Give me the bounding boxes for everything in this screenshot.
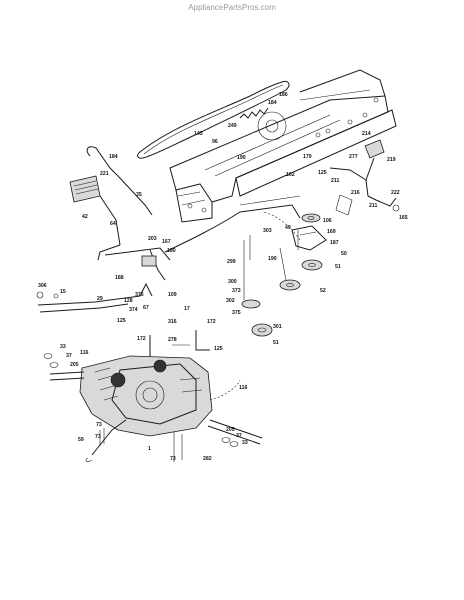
part-label: 179	[303, 154, 312, 160]
part-label: 306	[38, 283, 47, 289]
part-label: 33	[60, 344, 66, 350]
part-label: 300	[228, 279, 237, 285]
part-label: 49	[285, 225, 291, 231]
spring	[239, 107, 269, 119]
chassis-frame	[169, 69, 397, 223]
part-label: 188	[115, 275, 124, 281]
part-label: 37	[236, 433, 242, 439]
idler-assembly	[241, 213, 327, 337]
drive-belt	[137, 81, 290, 159]
part-label: 169	[327, 229, 336, 235]
part-label: 172	[207, 319, 216, 325]
part-label: 125	[117, 318, 126, 324]
part-label: 128	[124, 298, 133, 304]
part-label: 125	[318, 170, 327, 176]
part-label: 316	[168, 319, 177, 325]
part-label: 203	[148, 236, 157, 242]
part-label: 221	[100, 171, 109, 177]
linkage-rod	[164, 195, 301, 253]
part-label: 59	[78, 437, 84, 443]
part-label: 51	[273, 340, 279, 346]
part-label: 211	[331, 178, 339, 184]
release-rod	[85, 419, 127, 462]
part-label: 211	[369, 203, 377, 209]
part-label: 116	[239, 385, 247, 391]
part-label: 190	[268, 256, 277, 262]
part-label: 299	[227, 259, 236, 265]
part-label: 373	[232, 288, 241, 294]
part-label: 184	[109, 154, 118, 160]
part-label: 125	[214, 346, 223, 352]
part-label: 1	[148, 446, 151, 452]
part-label: 219	[387, 157, 396, 163]
shift-linkage	[36, 282, 153, 313]
part-label: 73	[170, 456, 176, 462]
transaxle-brackets	[149, 330, 210, 361]
part-label: 64	[110, 221, 116, 227]
part-label: 186	[279, 92, 288, 98]
part-label: 73	[95, 434, 101, 440]
cable	[209, 211, 301, 401]
part-label: 172	[137, 336, 146, 342]
part-label: 35	[136, 192, 142, 198]
part-label: 116	[80, 350, 88, 356]
part-label: 187	[330, 240, 339, 246]
part-label: 106	[323, 218, 332, 224]
part-label: 51	[335, 264, 341, 270]
part-label: 42	[82, 214, 88, 220]
part-label: 302	[226, 298, 235, 304]
watermark: AppliancePartsPros.com	[188, 3, 276, 12]
axles	[43, 353, 263, 447]
part-label: 29	[97, 296, 103, 302]
part-label: 33	[242, 440, 248, 446]
right-pedal	[329, 139, 400, 216]
part-label: 50	[341, 251, 347, 257]
part-label: 249	[228, 123, 237, 129]
part-label: 374	[129, 307, 138, 313]
part-label: 167	[162, 239, 171, 245]
pedal-assembly	[69, 146, 171, 281]
bolts	[99, 428, 183, 462]
part-label: 180	[167, 248, 176, 254]
part-label: 73	[96, 422, 102, 428]
part-label: 37	[66, 353, 72, 359]
part-label: 216	[351, 190, 360, 196]
part-label: 15	[60, 289, 66, 295]
part-label: 102	[286, 172, 295, 178]
part-label: 277	[349, 154, 358, 160]
part-label: 375	[232, 310, 241, 316]
part-label: 301	[273, 324, 282, 330]
part-label: 67	[143, 305, 149, 311]
part-labels: 186 184 143 96 249 190 179 214 219 277 1…	[38, 92, 408, 462]
part-label: 190	[237, 155, 246, 161]
part-label: 52	[320, 288, 326, 294]
transaxle	[79, 355, 213, 437]
part-label: 214	[362, 131, 371, 137]
part-label: 109	[168, 292, 177, 298]
part-label: 143	[194, 131, 203, 137]
part-label: 282	[203, 456, 212, 462]
part-label: 376	[135, 292, 144, 298]
part-label: 17	[184, 306, 190, 312]
part-label: 184	[268, 100, 277, 106]
part-label: 222	[391, 190, 400, 196]
part-label: 96	[212, 139, 218, 145]
part-label: 303	[263, 228, 272, 234]
part-label: 205	[70, 362, 79, 368]
part-label: 278	[168, 337, 177, 343]
part-label: 165	[399, 215, 408, 221]
part-label: 205	[226, 427, 235, 433]
